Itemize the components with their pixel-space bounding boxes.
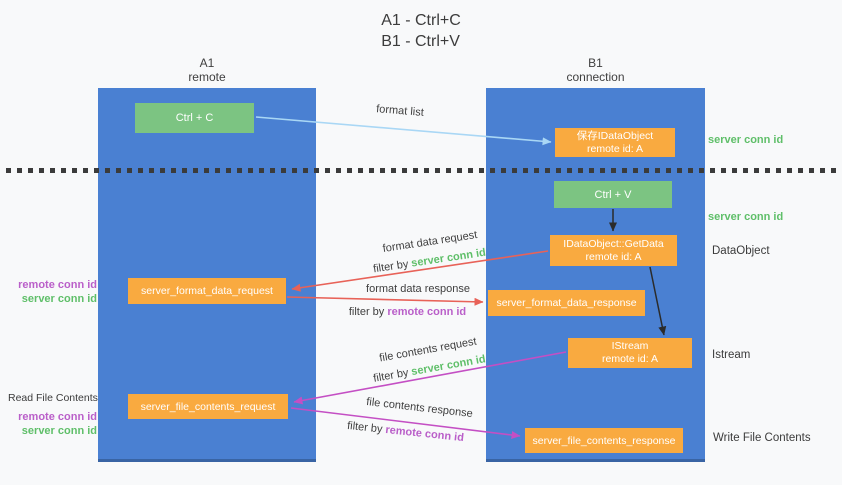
getdata-title: IDataObject::GetData (563, 237, 664, 250)
right-label-server-conn-id-1: server conn id (708, 134, 784, 146)
diagram-title: A1 - Ctrl+C B1 - Ctrl+V (381, 10, 461, 52)
node-server-format-data-response: server_format_data_response (488, 290, 645, 316)
left-label-server-conn-id-1: server conn id (21, 293, 97, 305)
remote-conn-id-term: remote conn id (387, 306, 467, 318)
edge-label-file-contents-response: file contents response (365, 395, 474, 421)
node-server-file-contents-request: server_file_contents_request (128, 394, 288, 419)
dotted-divider (6, 168, 838, 173)
right-label-istream: Istream (712, 349, 751, 361)
left-label-server-conn-id-2: server conn id (21, 425, 97, 437)
lane-b1-sub: connection (566, 70, 625, 84)
ctrl-c-label: Ctrl + C (175, 112, 214, 124)
right-label-dataobject: DataObject (712, 245, 770, 257)
filter-by-prefix: filter by (372, 258, 410, 276)
server-file-contents-response-label: server_file_contents_response (532, 434, 676, 447)
lane-header-a1: A1 remote (98, 56, 316, 84)
save-idataobject-remote-id: remote id: A (586, 142, 644, 155)
lane-a1-sub: remote (188, 70, 226, 84)
node-server-format-data-request: server_format_data_request (128, 278, 286, 304)
right-label-write-file-contents: Write File Contents (713, 432, 811, 444)
node-ctrl-v: Ctrl + V (554, 181, 672, 208)
istream-remote-id: remote id: A (601, 353, 659, 365)
server-format-data-response-label: server_format_data_response (496, 297, 637, 309)
lane-a1-name: A1 (199, 56, 215, 70)
ctrl-v-label: Ctrl + V (594, 188, 632, 201)
left-label-remote-conn-id-1: remote conn id (18, 279, 97, 291)
title-line-b1: B1 - Ctrl+V (381, 33, 460, 50)
left-label-remote-conn-id-2: remote conn id (18, 411, 97, 423)
lane-b1-name: B1 (588, 56, 603, 70)
istream-title: IStream (611, 340, 649, 352)
node-server-file-contents-response: server_file_contents_response (525, 428, 683, 453)
filter-by-prefix: filter by (346, 419, 384, 436)
arrow-format-data-response (286, 296, 484, 306)
left-label-read-file-contents: Read File Contents (8, 392, 98, 404)
node-idataobject-getdata: IDataObject::GetData remote id: A (550, 235, 677, 266)
remote-conn-id-term: remote conn id (384, 423, 465, 445)
node-istream: IStream remote id: A (568, 338, 692, 368)
node-ctrl-c: Ctrl + C (135, 103, 254, 133)
getdata-remote-id: remote id: A (585, 250, 642, 263)
filter-by-prefix: filter by (372, 366, 410, 385)
server-file-contents-request-label: server_file_contents_request (140, 400, 276, 413)
edge-label-format-data-response: format data response (366, 283, 470, 295)
node-save-idataobject: 保存IDataObject remote id: A (555, 128, 675, 157)
lane-header-b1: B1 connection (486, 56, 705, 84)
save-idataobject-title: 保存IDataObject (576, 129, 654, 142)
filter-by-prefix: filter by (348, 306, 385, 318)
edge-label-format-list: format list (375, 103, 425, 119)
server-format-data-request-label: server_format_data_request (141, 285, 273, 297)
right-label-server-conn-id-2: server conn id (708, 211, 784, 223)
title-line-a1: A1 - Ctrl+C (381, 12, 461, 29)
server-conn-id-term: server conn id (410, 246, 487, 270)
